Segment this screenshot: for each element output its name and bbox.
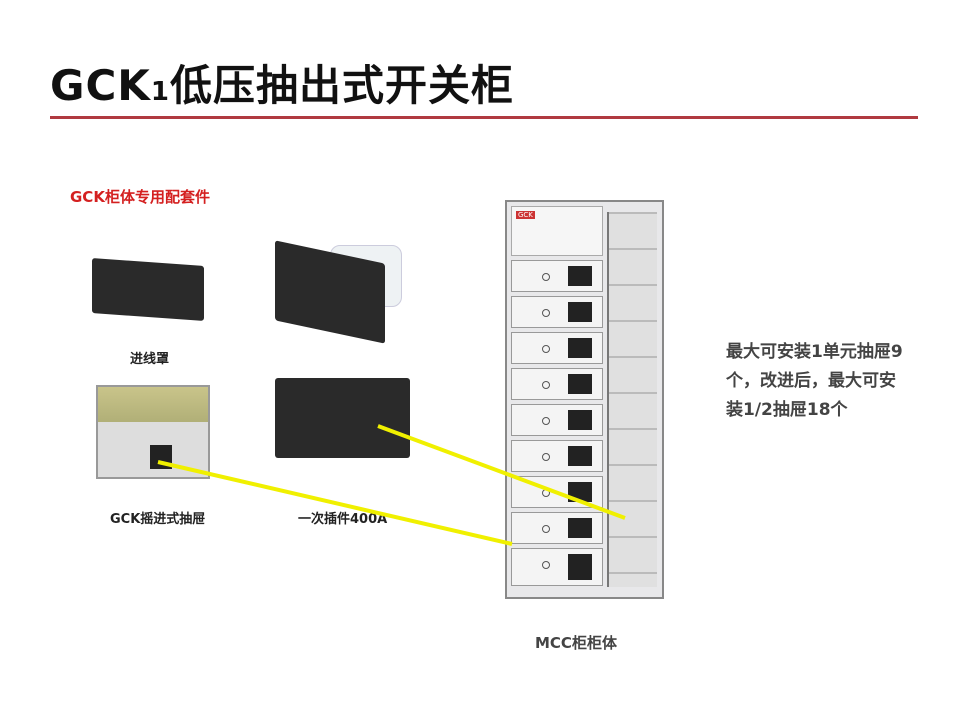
- mcc-cabinet-image: GCK: [505, 200, 664, 599]
- accessories-title: GCK柜体专用配套件: [70, 188, 210, 206]
- capacity-note: 最大可安装1单元抽屉9个，改进后，最大可安装1/2抽屉18个: [726, 342, 903, 420]
- title-subscript: 1: [150, 77, 170, 107]
- primary-plug-image: [275, 378, 410, 458]
- inlet-cover-caption: 进线罩: [130, 352, 170, 367]
- cabinet-caption: MCC柜柜体: [535, 634, 617, 652]
- drawer-caption: GCK摇进式抽屉: [110, 512, 206, 527]
- page-title: GCK1低压抽出式开关柜: [50, 52, 514, 113]
- drawer-pointer-line: [157, 460, 513, 546]
- primary-plug-caption: 一次插件400A: [298, 512, 388, 527]
- title-text: 低压抽出式开关柜: [169, 61, 514, 110]
- plug-pointer-line: [377, 424, 626, 520]
- cabinet-brand: GCK: [516, 211, 535, 219]
- title-divider: [50, 116, 918, 119]
- title-prefix: GCK: [50, 61, 151, 110]
